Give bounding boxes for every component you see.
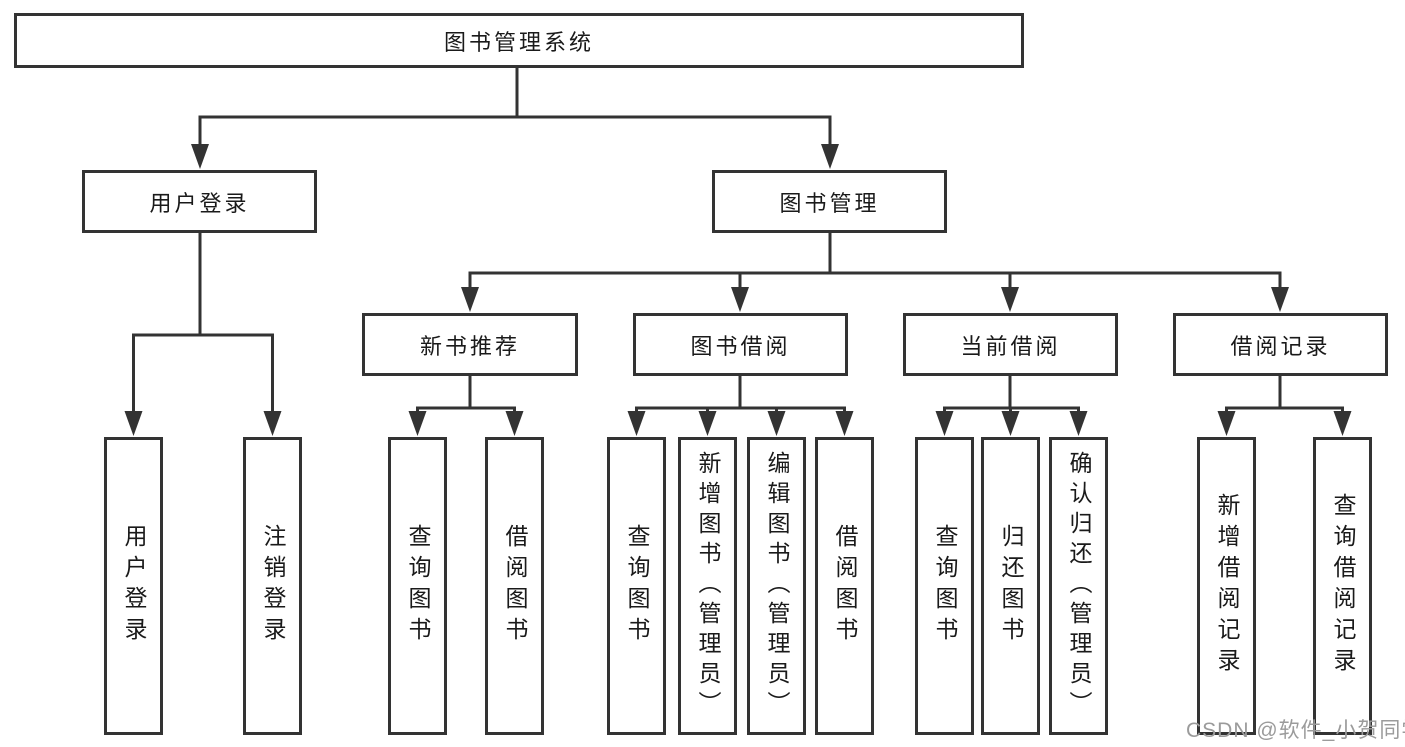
leaf-edit-books-admin-label: 编辑图书（管理员） [764, 451, 790, 721]
leaf-add-books-admin: 新增图书（管理员） [678, 437, 737, 735]
leaf-add-books-admin-label: 新增图书（管理员） [695, 451, 721, 721]
node-user-login: 用户登录 [82, 170, 317, 233]
node-book-management: 图书管理 [712, 170, 947, 233]
leaf-borrow-books-recommend: 借阅图书 [485, 437, 544, 735]
csdn-watermark: CSDN @软件_小贺同学 [1186, 719, 1405, 742]
leaf-query-books-current-label: 查询图书 [932, 524, 958, 648]
leaf-borrow-books-recommend-label: 借阅图书 [502, 524, 528, 648]
leaf-add-borrow-record: 新增借阅记录 [1197, 437, 1256, 735]
node-root-label: 图书管理系统 [443, 29, 594, 55]
leaf-query-books-borrow-label: 查询图书 [624, 524, 650, 648]
leaf-query-borrow-record: 查询借阅记录 [1313, 437, 1372, 735]
node-borrowing-records-label: 借阅记录 [1230, 333, 1331, 359]
node-current-borrowing-label: 当前借阅 [960, 333, 1061, 359]
leaf-edit-books-admin: 编辑图书（管理员） [747, 437, 806, 735]
leaf-borrow-books: 借阅图书 [815, 437, 874, 735]
leaf-query-books-borrow: 查询图书 [607, 437, 666, 735]
node-book-borrowing: 图书借阅 [633, 313, 848, 376]
node-root-system: 图书管理系统 [14, 13, 1024, 68]
leaf-logout: 注销登录 [243, 437, 302, 735]
leaf-confirm-return-admin-label: 确认归还（管理员） [1066, 451, 1092, 721]
leaf-borrow-books-label: 借阅图书 [832, 524, 858, 648]
node-user-login-label: 用户登录 [149, 190, 250, 216]
node-current-borrowing: 当前借阅 [903, 313, 1118, 376]
leaf-return-books-label: 归还图书 [998, 524, 1024, 648]
leaf-user-login: 用户登录 [104, 437, 163, 735]
node-new-book-recommendation-label: 新书推荐 [419, 333, 520, 359]
leaf-confirm-return-admin: 确认归还（管理员） [1049, 437, 1108, 735]
node-book-management-label: 图书管理 [779, 190, 880, 216]
leaf-query-books-current: 查询图书 [915, 437, 974, 735]
leaf-logout-label: 注销登录 [260, 524, 286, 648]
leaf-return-books: 归还图书 [981, 437, 1040, 735]
node-borrowing-records: 借阅记录 [1173, 313, 1388, 376]
leaf-user-login-label: 用户登录 [121, 524, 147, 648]
node-book-borrowing-label: 图书借阅 [690, 333, 791, 359]
leaf-query-borrow-record-label: 查询借阅记录 [1330, 493, 1356, 679]
leaf-query-books-recommend-label: 查询图书 [405, 524, 431, 648]
node-new-book-recommendation: 新书推荐 [362, 313, 578, 376]
leaf-add-borrow-record-label: 新增借阅记录 [1214, 493, 1240, 679]
leaf-query-books-recommend: 查询图书 [388, 437, 447, 735]
